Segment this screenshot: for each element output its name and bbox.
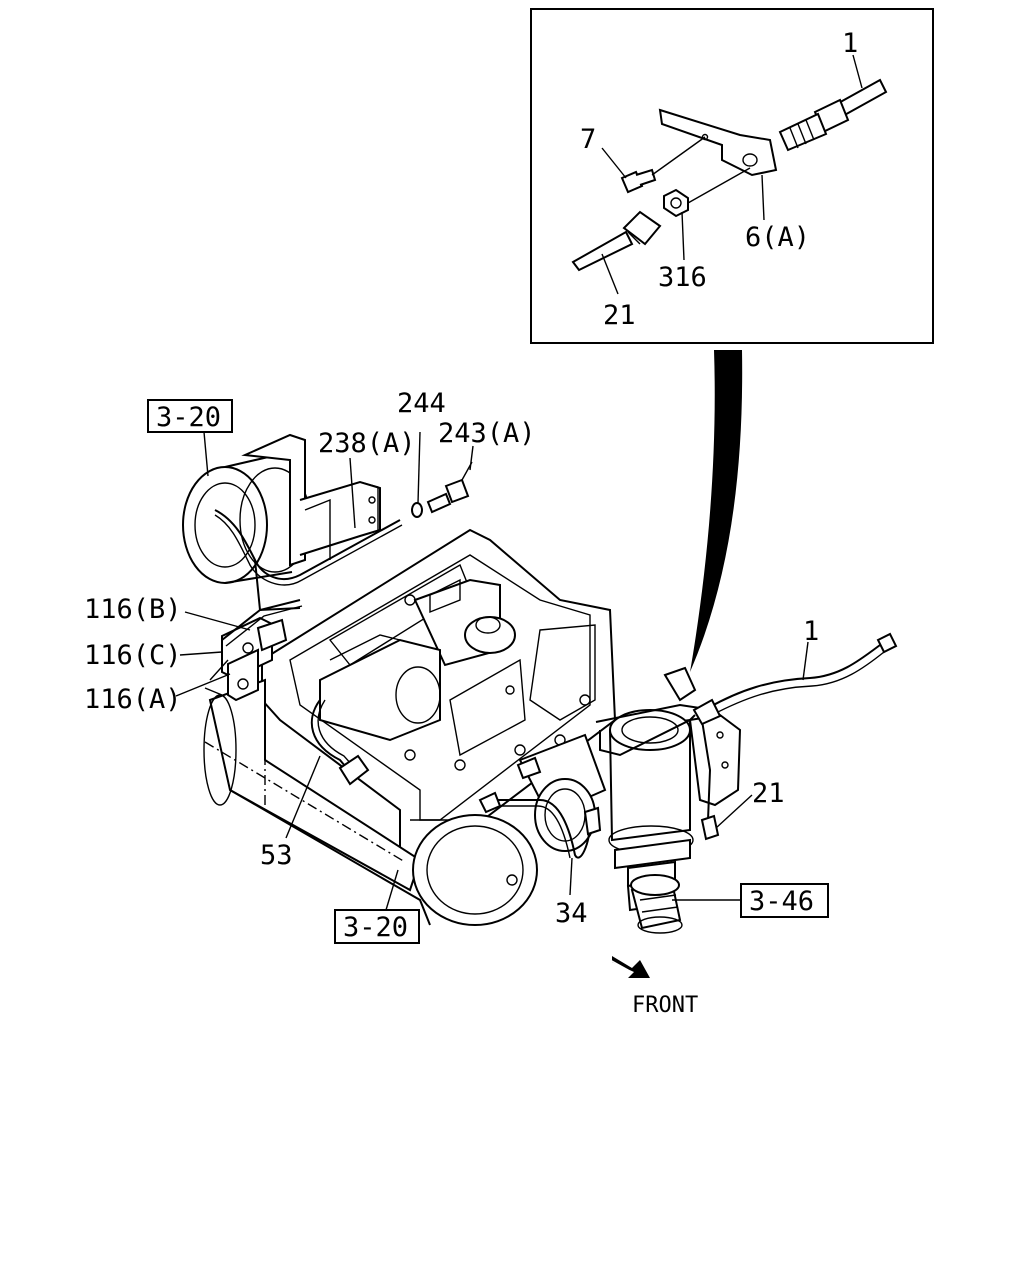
pipe-53 xyxy=(310,699,356,779)
washer-244 xyxy=(411,502,423,518)
callout-7: 7 xyxy=(580,124,596,155)
ref-346-label: 3-46 xyxy=(749,886,814,917)
ref-box-346[interactable]: 3-46 xyxy=(740,883,829,918)
callout-116a: 116(A) xyxy=(84,684,182,715)
small-tank-34 xyxy=(490,733,607,859)
nut-part xyxy=(663,167,751,218)
rear-bracket xyxy=(241,433,381,567)
callout-1-main: 1 xyxy=(803,616,819,647)
front-label: FRONT xyxy=(632,993,698,1018)
detail-inset-frame xyxy=(530,8,934,344)
pipe-part xyxy=(571,210,662,272)
callout-243a: 243(A) xyxy=(438,418,536,449)
main-assembly xyxy=(182,433,898,934)
filter-canister xyxy=(630,874,683,934)
dryer-pipe-loop xyxy=(599,714,696,757)
detail-inset: 1 7 6(A) 316 21 xyxy=(530,8,934,344)
leaders xyxy=(175,431,809,911)
lower-tank xyxy=(203,678,538,926)
ref-box-320-bottom[interactable]: 3-20 xyxy=(334,909,420,944)
fitting-243a xyxy=(426,461,473,514)
callout-34: 34 xyxy=(555,898,588,929)
callout-21-inset: 21 xyxy=(603,300,636,331)
callout-53: 53 xyxy=(260,840,293,871)
callout-21-main: 21 xyxy=(752,778,785,809)
valve-cluster-116 xyxy=(204,599,303,702)
front-arrow-icon xyxy=(609,956,650,978)
callout-238a: 238(A) xyxy=(318,428,416,459)
ref-320-bottom-label: 3-20 xyxy=(343,912,408,943)
ref-box-320-top[interactable]: 3-20 xyxy=(147,399,233,433)
callout-316: 316 xyxy=(658,262,707,293)
dryer-bracket xyxy=(663,666,742,807)
callout-116c: 116(C) xyxy=(84,640,182,671)
callout-6a: 6(A) xyxy=(745,222,810,253)
compressor-block xyxy=(319,634,441,742)
callout-116b: 116(B) xyxy=(84,594,182,625)
callout-1-inset: 1 xyxy=(842,28,858,59)
top-reservoir xyxy=(413,578,516,667)
detail-pointer xyxy=(690,350,743,672)
bracket-part xyxy=(658,108,778,177)
bolt-part xyxy=(620,136,706,194)
cable-end-part xyxy=(778,78,888,152)
ref-320-top-label: 3-20 xyxy=(156,402,221,433)
rear-tank xyxy=(182,451,311,584)
cable-1-main xyxy=(707,644,881,709)
callout-244: 244 xyxy=(397,388,446,419)
